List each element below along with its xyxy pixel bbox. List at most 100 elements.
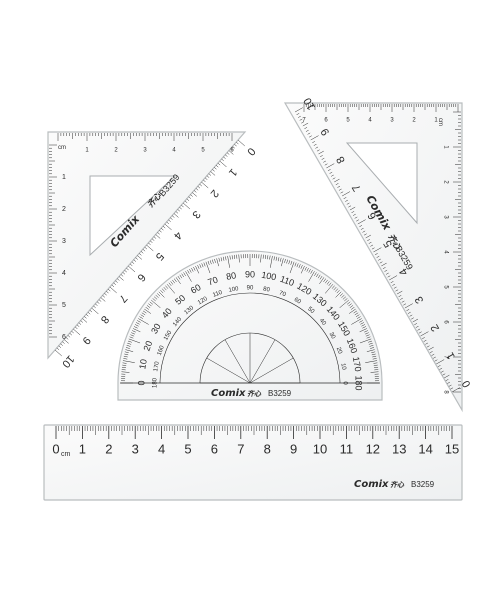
ruler-number: 3 <box>132 441 139 456</box>
protractor-model-number: B3259 <box>268 389 292 398</box>
left-hyp-tick <box>69 333 73 336</box>
protractor-tick <box>344 298 348 302</box>
right-hyp-tick <box>398 295 402 298</box>
right-hyp-tick <box>448 384 452 387</box>
ruler-number: 1 <box>79 441 86 456</box>
right-side-number: 2 <box>442 180 448 184</box>
left-top-number: 2 <box>114 148 118 154</box>
protractor-tick <box>144 308 152 314</box>
protractor-inner-number: 90 <box>247 286 254 292</box>
protractor-tick <box>336 290 340 294</box>
protractor-tick <box>125 347 130 349</box>
protractor-tick <box>288 260 291 265</box>
protractor-tick <box>203 262 206 267</box>
right-hyp-tick <box>334 178 340 183</box>
left-hyp-tick <box>139 253 142 256</box>
left-hyp-tick <box>151 238 155 241</box>
protractor-tick <box>122 364 127 366</box>
right-hyp-tick <box>417 328 421 331</box>
right-hyp-number: 6 <box>366 210 379 221</box>
left-hyp-tick <box>106 291 109 294</box>
left-hyp-tick <box>215 165 219 168</box>
left-hyp-tick <box>146 244 154 252</box>
left-hyp-tick <box>133 259 137 262</box>
left-hyp-tick <box>164 223 172 231</box>
protractor-inner-number: 120 <box>197 296 209 307</box>
protractor-tick <box>134 324 139 327</box>
left-hyp-tick <box>140 251 144 254</box>
right-hyp-number: 2 <box>429 322 442 333</box>
protractor-tick <box>141 312 146 316</box>
left-hyp-tick <box>142 249 146 252</box>
right-top-number: 2 <box>412 118 416 124</box>
left-hyp-tick <box>67 335 71 338</box>
protractor-tick <box>335 288 339 292</box>
protractor-tick <box>335 291 342 298</box>
right-hyp-tick <box>440 370 444 373</box>
protractor-tick <box>316 273 319 278</box>
left-hyp-tick <box>193 190 197 193</box>
protractor-tick <box>220 257 223 262</box>
right-hyp-tick <box>442 373 446 376</box>
left-hyp-tick <box>155 234 161 239</box>
right-hyp-tick <box>404 303 413 309</box>
left-hyp-number: 5 <box>153 250 166 262</box>
left-hyp-tick <box>166 221 170 225</box>
protractor-outer-number: 0 <box>136 380 146 385</box>
protractor-tick <box>229 255 231 260</box>
left-hyp-tick <box>65 337 69 340</box>
left-hyp-tick <box>171 215 175 218</box>
protractor-tick <box>168 282 172 287</box>
protractor-tick <box>359 338 372 344</box>
protractor-inner-number: 50 <box>306 306 315 315</box>
protractor-inner-number: 60 <box>293 297 302 306</box>
protractor-tick <box>366 336 371 339</box>
protractor-tick <box>151 299 161 308</box>
left-hyp-number: 0 <box>244 145 257 157</box>
right-hyp-tick <box>411 317 414 320</box>
left-hyp-tick <box>95 303 98 306</box>
left-hyp-tick <box>173 213 179 218</box>
protractor-tick <box>359 328 368 333</box>
protractor-outer-number: 180 <box>354 375 364 390</box>
protractor-tick <box>140 314 145 317</box>
right-top-number: 3 <box>390 118 394 124</box>
protractor-tick <box>129 336 134 339</box>
right-hyp-tick <box>323 160 326 163</box>
left-hyp-number: 8 <box>98 313 111 325</box>
protractor-tick <box>123 358 128 360</box>
protractor-tick <box>341 294 345 298</box>
left-hyp-tick <box>221 158 224 162</box>
protractor-inner-number: 70 <box>278 290 287 298</box>
right-hyp-tick <box>390 281 394 284</box>
left-hyp-number: 7 <box>116 292 129 304</box>
protractor-tick <box>193 266 196 271</box>
left-hyp-tick <box>214 167 217 170</box>
left-hyp-tick <box>82 318 88 323</box>
protractor-tick <box>325 284 334 294</box>
protractor-tick <box>286 259 288 264</box>
right-side-number: 6 <box>442 320 448 324</box>
right-hyp-tick <box>332 177 336 180</box>
left-hyp-tick <box>54 349 62 357</box>
protractor-tick <box>160 290 164 294</box>
protractor-tick <box>142 310 147 314</box>
protractor-inner-number: 30 <box>328 331 337 340</box>
protractor-tick <box>191 267 194 272</box>
right-hyp-tick <box>309 135 312 138</box>
ruler-number: 13 <box>392 441 406 456</box>
protractor-tick <box>216 258 219 267</box>
protractor-inner-number: 0 <box>341 381 347 385</box>
right-hyp-tick <box>396 290 403 295</box>
left-hyp-number: 2 <box>208 187 221 199</box>
right-hyp-tick <box>422 337 425 340</box>
protractor-tick <box>127 340 132 343</box>
protractor-tick <box>351 318 362 325</box>
protractor-tick <box>126 345 131 347</box>
right-hyp-tick <box>299 118 303 121</box>
right-hyp-tick <box>376 255 380 258</box>
protractor-tick <box>364 330 368 333</box>
protractor-tick <box>294 262 297 267</box>
